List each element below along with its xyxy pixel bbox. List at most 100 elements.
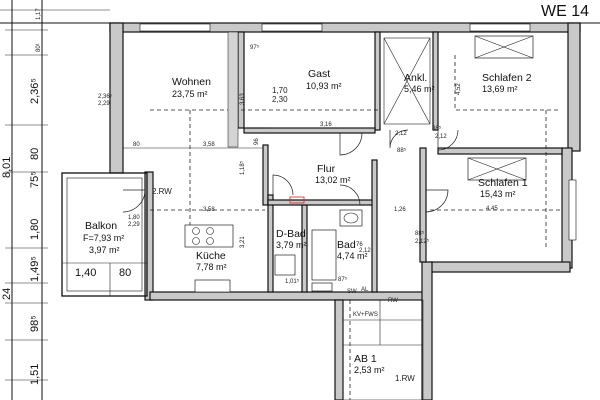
- dim-180-inner: 1,80: [128, 215, 140, 221]
- burner-3: [192, 237, 200, 245]
- ankl-box: [383, 37, 431, 125]
- wall-shaft-left: [334, 299, 344, 400]
- dim-88b: 88⁵: [397, 147, 407, 154]
- room-flur-name: Flur: [317, 163, 336, 175]
- room-dbad-area: 3,79 m²: [276, 240, 307, 250]
- room-schlafen1-area: 15,43 m²: [480, 189, 516, 199]
- dim-755: 75⁵: [29, 171, 41, 188]
- dim-212a: 2,12: [395, 131, 407, 137]
- ankl-diag-2: [383, 37, 431, 125]
- dim-801-top: 80¹: [36, 43, 42, 52]
- dim-kv: KV+FWS: [353, 312, 378, 318]
- stair-box: [342, 299, 424, 400]
- doors: [122, 129, 459, 213]
- balcony-width: 1,40: [75, 267, 96, 279]
- dim-212d: 2,12: [359, 248, 371, 254]
- window-wohnen: [139, 23, 211, 32]
- door-dbad: [272, 174, 294, 196]
- dim-126: 1,26: [394, 207, 406, 213]
- wall-kueche-dbad: [267, 194, 274, 293]
- wc-bad: [311, 282, 333, 292]
- bed1-diag-2: [467, 157, 527, 181]
- wall-shaft-right: [421, 261, 433, 400]
- wall-ankl-s2: [432, 31, 439, 131]
- door-gast: [339, 132, 363, 156]
- dim-88a: 88⁵: [432, 125, 442, 132]
- dim-170: 1,70: [272, 86, 288, 95]
- left-dimension-chain: [5, 0, 48, 400]
- dim-985: 98⁵: [29, 315, 41, 332]
- window-schlafen1: [568, 179, 577, 241]
- rw-bottom: 1.RW: [395, 374, 415, 383]
- rw-left: 2.RW: [152, 187, 172, 196]
- room-ab1-name: AB 1: [354, 353, 377, 365]
- room-dbad-name: D-Bad: [276, 228, 306, 240]
- dim-97: 97⁵: [250, 44, 260, 51]
- ankl-cross: [383, 37, 431, 125]
- wall-bad-right: [371, 159, 378, 293]
- door-ankl: [389, 129, 409, 149]
- dim-24: 24: [1, 288, 13, 300]
- burner-2: [206, 227, 214, 235]
- stair: [342, 299, 424, 400]
- dim-rw: RW: [388, 298, 398, 304]
- interior-walls: [237, 31, 563, 293]
- wall-wohnen-gast: [237, 31, 245, 129]
- bed-schlafen2: [474, 35, 534, 59]
- room-bad-area: 4,74 m²: [337, 251, 368, 261]
- room-schlafen2-area: 13,69 m²: [482, 84, 518, 94]
- window-gast: [261, 23, 323, 32]
- dim-236: 2,36⁵: [29, 78, 41, 104]
- dim-358b: 3,58: [203, 207, 215, 213]
- dim-229b: 2,29: [98, 101, 110, 107]
- sink-bad: [339, 209, 363, 227]
- balcony: [61, 172, 148, 297]
- dim-236-inner: 2,36⁵: [98, 93, 113, 100]
- room-kueche-area: 7,78 m²: [196, 262, 227, 272]
- burner-4: [206, 237, 214, 245]
- room-wohnen-name: Wohnen: [172, 76, 211, 88]
- bath-fixtures: [274, 209, 363, 292]
- room-gast-name: Gast: [308, 68, 330, 80]
- dim-230: 2,30: [272, 95, 288, 104]
- dim-al: AL: [361, 287, 369, 293]
- room-schlafen2-name: Schlafen 2: [482, 72, 532, 84]
- dim-117: 1,17: [36, 8, 42, 20]
- wall-flur-s1: [419, 147, 427, 263]
- room-schlafen1-name: Schlafen 1: [478, 177, 528, 189]
- dim-76: 76: [356, 242, 363, 248]
- wall-flur-left: [262, 144, 269, 206]
- counter-bottom: [194, 279, 231, 293]
- balcony-side: 80: [119, 267, 131, 279]
- dim-212c: 2,12⁵: [415, 238, 430, 245]
- exterior-walls: [109, 22, 581, 400]
- balcony-inner: [66, 177, 143, 292]
- burner-1: [192, 227, 200, 235]
- dim-180: 1,80: [29, 219, 41, 240]
- dim-452: 4,52: [456, 83, 462, 95]
- stove: [184, 224, 234, 248]
- dim-88c: 88⁵: [415, 230, 425, 237]
- dim-316: 3,16: [320, 122, 332, 128]
- wall-right-upper: [567, 22, 581, 152]
- balcony-outline: [61, 172, 148, 297]
- unit-label: WE 14: [541, 3, 589, 20]
- dim-1495: 1,49⁵: [29, 256, 41, 282]
- dim-87: 87⁵: [338, 276, 348, 283]
- dim-sw: SW: [347, 289, 357, 295]
- bathtub: [311, 229, 337, 281]
- dashed-lines: [150, 55, 560, 400]
- door-s1: [425, 189, 449, 213]
- wall-gast-bottom: [243, 127, 376, 134]
- shaft-column: [227, 31, 239, 148]
- room-ankl-area: 5,46 m²: [404, 84, 435, 94]
- dim-118: 1,18⁵: [239, 160, 246, 175]
- dim-358a: 3,58: [203, 142, 215, 148]
- wall-left-lower: [144, 171, 154, 301]
- room-ab1-area: 2,53 m²: [354, 365, 385, 375]
- windows-top: [139, 23, 577, 241]
- door-bad: [339, 184, 361, 206]
- room-gast-area: 10,93 m²: [306, 81, 342, 91]
- dim-151: 1,51: [29, 364, 41, 385]
